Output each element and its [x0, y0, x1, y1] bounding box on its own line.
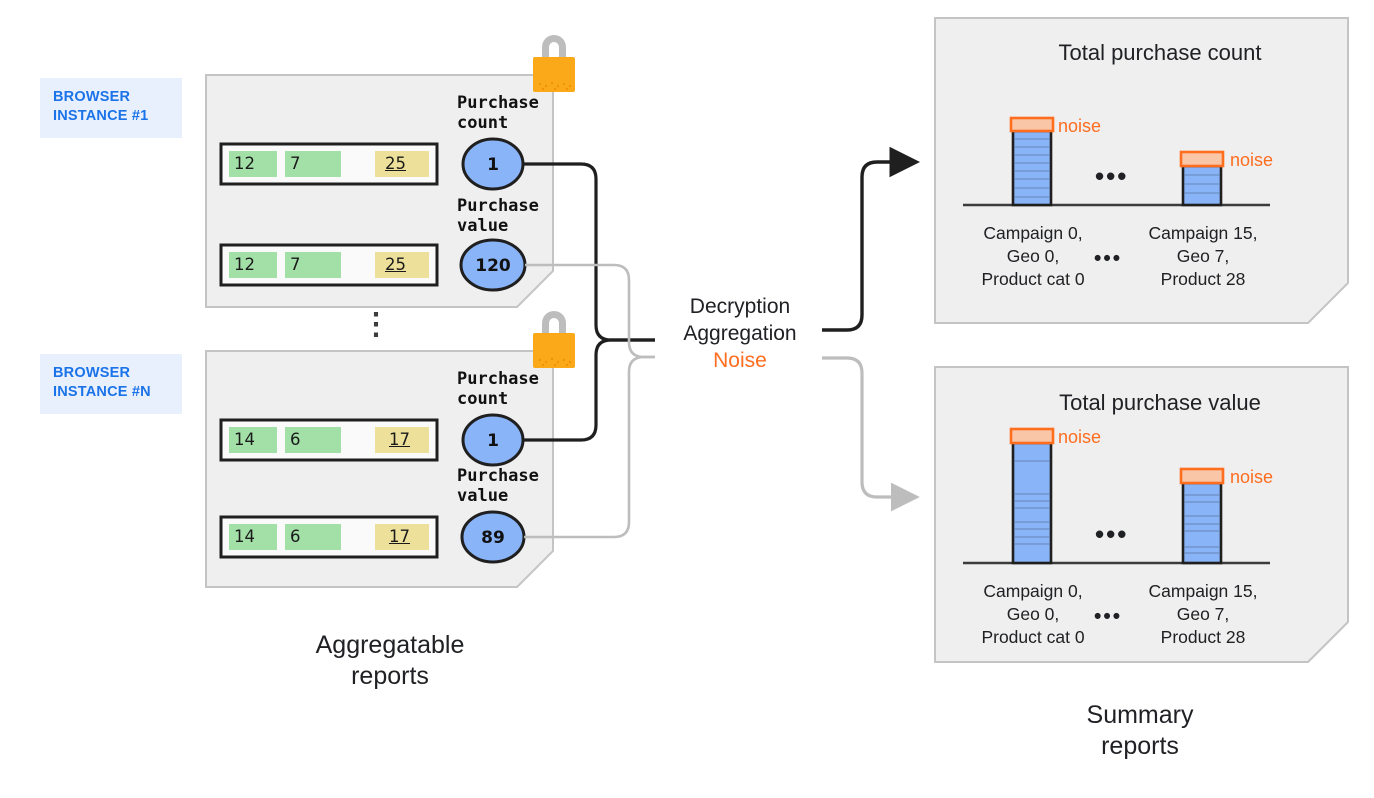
noise-cap-value-b [1179, 467, 1225, 485]
purchase-count-label-n: Purchase count [457, 369, 539, 409]
bar-count-b [1181, 164, 1223, 207]
processor-block: Decryption Aggregation Noise [660, 293, 820, 374]
processor-line-aggregation: Aggregation [683, 322, 797, 345]
chip-value: 6 [290, 430, 301, 449]
noise-label-count-b: noise [1230, 150, 1274, 170]
chart-xtick-count-1: Campaign 15, Geo 7, Product 28 [1148, 223, 1258, 289]
chip-value: 6 [290, 527, 301, 546]
chip-value: 7 [290, 154, 301, 173]
bar-value-b [1181, 481, 1223, 565]
chart-labels-ellipsis-value: ••• [1094, 605, 1123, 628]
processor-line-noise: Noise [713, 349, 767, 372]
chip-value: 17 [389, 430, 410, 449]
chip-value: 7 [290, 255, 301, 274]
summary-report-count-panel [934, 17, 1349, 324]
noise-cap-count-b [1179, 150, 1225, 168]
summary-reports-caption: Summary reports [1086, 701, 1194, 760]
purchase-value-value-1: 120 [475, 256, 511, 276]
aggregatable-report-row-1a [219, 142, 439, 186]
chip-value: 25 [385, 154, 406, 173]
vertical-ellipsis: ⋮ [361, 308, 391, 341]
chart-title-total-purchase-value: Total purchase value [1059, 390, 1261, 415]
noise-cap-count-a [1009, 116, 1055, 133]
arrow-to-count-report [822, 146, 921, 332]
browser-instance-n-badge: BROWSER INSTANCE #N [40, 354, 182, 414]
chip-value: 25 [385, 255, 406, 274]
arrow-to-value-report [822, 356, 920, 512]
link-value-n [524, 355, 655, 539]
link-count-n [523, 338, 655, 442]
padlock-icon-1 [533, 35, 575, 92]
link-value-1 [525, 263, 655, 359]
chip-value: 14 [234, 527, 255, 546]
purchase-count-value-n: 1 [487, 431, 499, 451]
noise-label-value-a: noise [1058, 427, 1102, 447]
aggregatable-report-row-2a [219, 418, 439, 462]
chart-labels-ellipsis-count: ••• [1094, 247, 1123, 270]
chip-value: 12 [234, 154, 255, 173]
purchase-value-label-n: Purchase value [457, 466, 539, 506]
chart-xtick-value-0: Campaign 0, Geo 0, Product cat 0 [981, 581, 1085, 647]
chart-xtick-value-1: Campaign 15, Geo 7, Product 28 [1148, 581, 1258, 647]
chip-value: 12 [234, 255, 255, 274]
aggregatable-report-row-2b [219, 515, 439, 559]
noise-label-count-a: noise [1058, 116, 1102, 136]
purchase-value-value-n: 89 [481, 528, 505, 548]
chart-bars-ellipsis-value: ••• [1095, 519, 1129, 549]
padlock-icon-n [533, 311, 575, 368]
chart-xtick-count-0: Campaign 0, Geo 0, Product cat 0 [981, 223, 1085, 289]
purchase-count-value-1: 1 [487, 155, 499, 175]
processor-line-decryption: Decryption [689, 295, 791, 318]
chip-value: 14 [234, 430, 255, 449]
purchase-value-label-1: Purchase value [457, 196, 539, 236]
chart-bars-ellipsis-count: ••• [1095, 161, 1129, 191]
chart-title-total-purchase-count: Total purchase count [1058, 40, 1262, 65]
noise-label-value-b: noise [1230, 467, 1274, 487]
chip-value: 17 [389, 527, 410, 546]
summary-report-value-panel [934, 366, 1349, 663]
aggregatable-report-row-1b [219, 243, 439, 287]
browser-instance-1-badge: BROWSER INSTANCE #1 [40, 78, 182, 138]
aggregatable-reports-caption: Aggregatable reports [315, 631, 465, 690]
noise-cap-value-a [1009, 427, 1055, 445]
bar-count-a [1011, 129, 1053, 207]
purchase-count-label-1: Purchase count [457, 93, 539, 133]
